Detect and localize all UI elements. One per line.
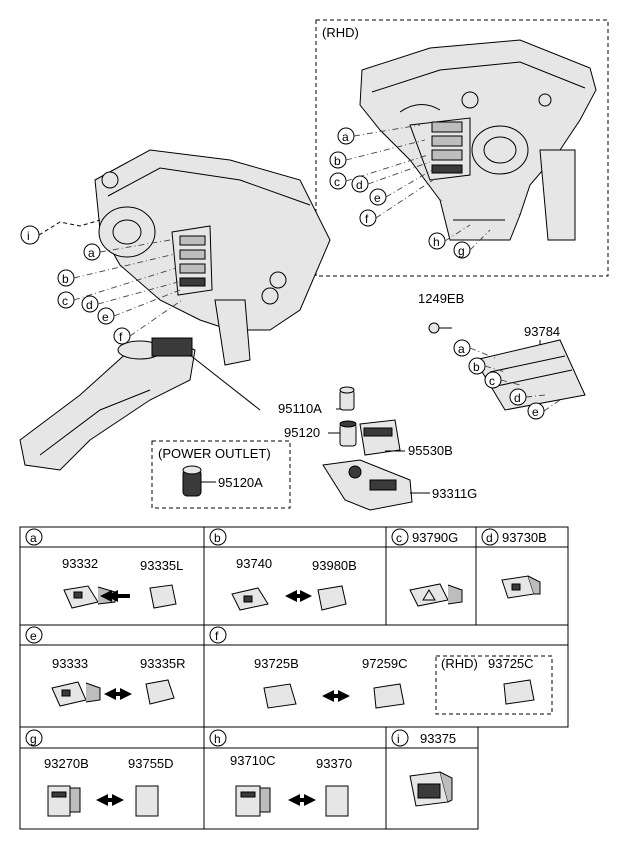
part-label-93784: 93784 [524, 324, 560, 339]
cell-f-letter: f [215, 629, 219, 643]
cell-a-right-code: 93335L [140, 558, 183, 573]
cell-a-left-code: 93332 [62, 556, 98, 571]
svg-text:c: c [489, 374, 495, 388]
power-outlet-assembly: 95110A 95120 95530B 93311G [278, 386, 477, 511]
svg-text:d: d [86, 298, 93, 312]
part-label-95120: 95120 [284, 425, 320, 440]
svg-text:d: d [356, 178, 363, 192]
part-label-95530B: 95530B [408, 443, 453, 458]
svg-text:a: a [458, 342, 465, 356]
svg-text:e: e [532, 405, 539, 419]
cell-h-letter: h [214, 732, 221, 746]
cell-f: f 93725B 97259C (RHD) 93725C [209, 626, 553, 715]
cell-b-left-code: 93740 [236, 556, 272, 571]
part-label-1249EB: 1249EB [418, 291, 464, 306]
lhd-callouts: i a b c d e f [20, 219, 183, 345]
rhd-dashboard-illustration [359, 39, 597, 241]
cell-g-right-code: 93755D [128, 756, 174, 771]
power-outlet-label: (POWER OUTLET) [158, 446, 271, 461]
cell-i-code: 93375 [420, 731, 456, 746]
svg-text:b: b [62, 272, 69, 286]
cell-d: d 93730B [481, 528, 547, 599]
cell-b-right-code: 93980B [312, 558, 357, 573]
cell-h-right-code: 93370 [316, 756, 352, 771]
cell-c-letter: c [396, 531, 402, 545]
svg-text:c: c [62, 294, 68, 308]
cell-f-rhd-label: (RHD) [441, 656, 478, 671]
svg-text:a: a [342, 130, 349, 144]
cell-i: i 93375 [391, 729, 456, 807]
cell-g-left-code: 93270B [44, 756, 89, 771]
cell-i-letter: i [397, 732, 400, 746]
parts-table-grid [19, 526, 569, 830]
cell-a-letter: a [30, 531, 37, 545]
cell-d-letter: d [486, 531, 493, 545]
cell-e: e 93333 93335R [25, 626, 186, 707]
cell-f-left-code: 93725B [254, 656, 299, 671]
svg-text:f: f [119, 330, 123, 344]
rhd-frame [315, 19, 609, 277]
rhd-callouts: a b c d e f h g [329, 124, 491, 259]
lhd-dashboard-illustration [19, 149, 331, 471]
svg-text:c: c [334, 175, 340, 189]
cell-e-right-code: 93335R [140, 656, 186, 671]
svg-text:e: e [102, 310, 109, 324]
svg-text:h: h [433, 235, 440, 249]
cell-f-right-code: 93725C [488, 656, 534, 671]
cell-a: a 93332 93335L [25, 528, 183, 609]
svg-text:a: a [88, 246, 95, 260]
power-outlet-box: (POWER OUTLET) 95120A [151, 440, 291, 509]
cell-h: h 93710C 93370 [209, 729, 352, 817]
cell-b-letter: b [214, 531, 221, 545]
cell-e-left-code: 93333 [52, 656, 88, 671]
cell-g-letter: g [30, 732, 37, 746]
svg-text:b: b [473, 360, 480, 374]
svg-text:d: d [514, 391, 521, 405]
cell-d-code: 93730B [502, 530, 547, 545]
cell-e-letter: e [30, 629, 37, 643]
cell-h-left-code: 93710C [230, 753, 276, 768]
svg-text:e: e [374, 191, 381, 205]
svg-text:g: g [458, 244, 465, 258]
part-label-95120A: 95120A [218, 475, 263, 490]
cell-g: g 93270B 93755D [25, 729, 174, 817]
rhd-label: (RHD) [322, 25, 359, 40]
part-label-93311G: 93311G [432, 486, 477, 501]
cell-b: b 93740 93980B [209, 528, 357, 611]
bracket-93784-assembly: 1249EB 93784 a b c d e [418, 291, 586, 420]
cell-c: c 93790G [391, 528, 463, 607]
svg-text:b: b [334, 154, 341, 168]
svg-text:f: f [365, 212, 369, 226]
svg-text:i: i [27, 229, 30, 243]
cell-c-code: 93790G [412, 530, 458, 545]
cell-f-mid-code: 97259C [362, 656, 408, 671]
part-label-95110A: 95110A [278, 401, 322, 416]
